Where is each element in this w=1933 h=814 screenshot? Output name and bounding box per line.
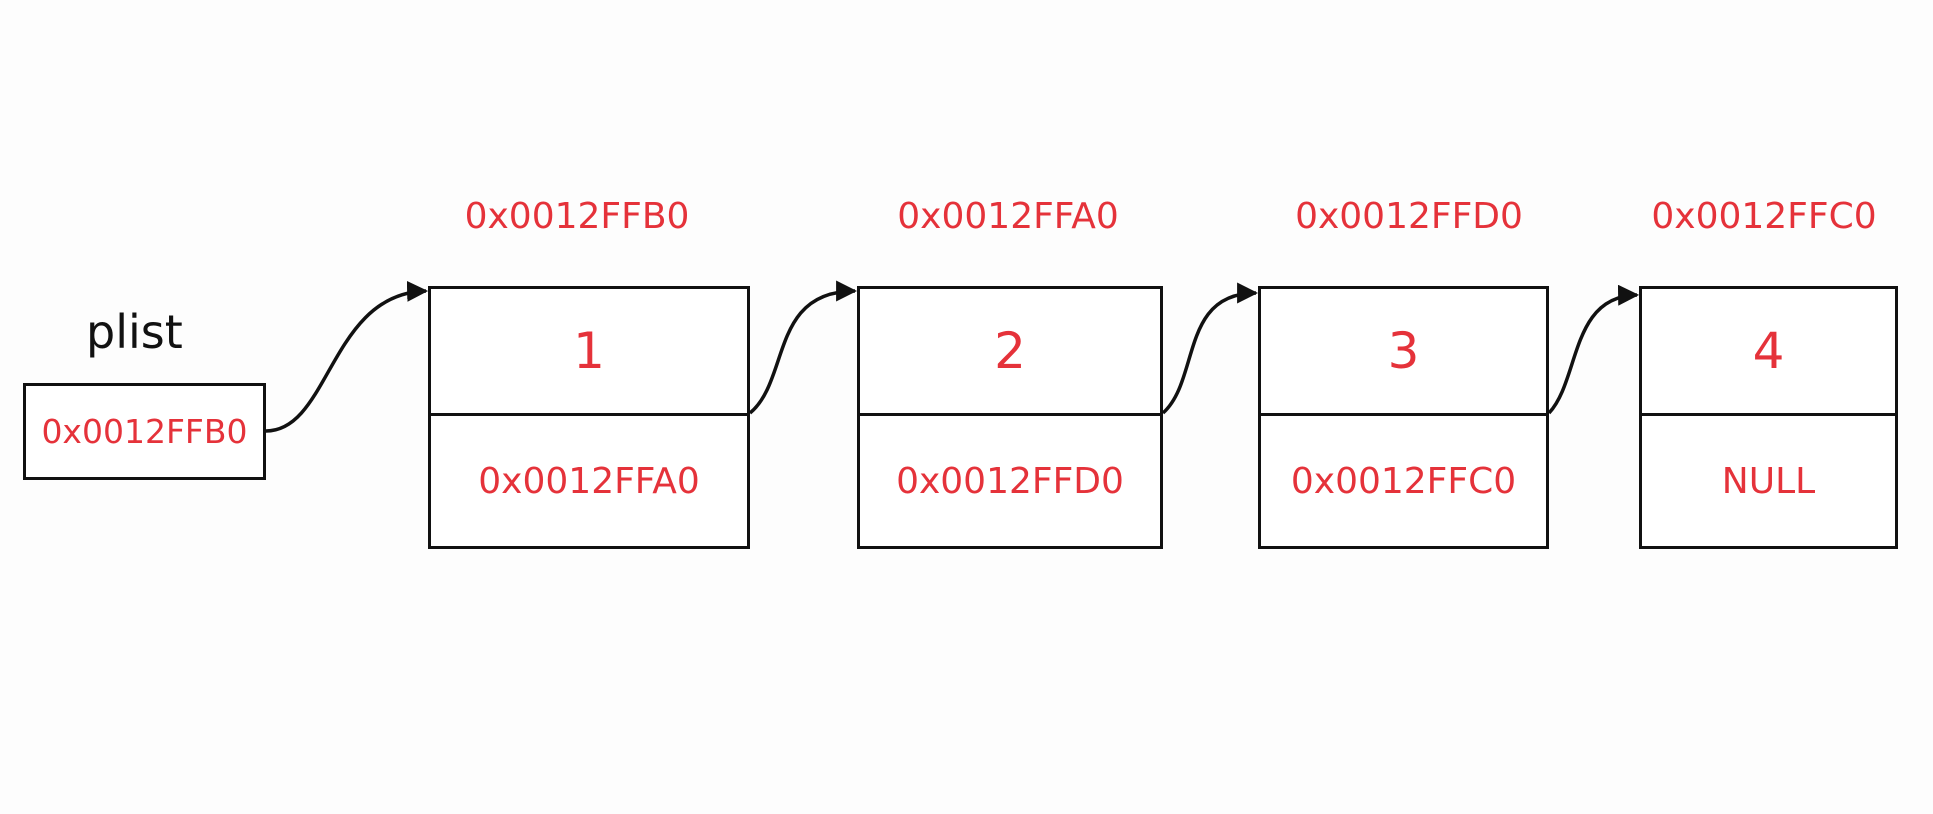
node-4-next: NULL [1721, 460, 1816, 502]
arrow-node-3-to-node-4 [1547, 284, 1640, 415]
node-4: 4 NULL [1639, 286, 1898, 549]
node-2-data: 2 [860, 289, 1160, 416]
arrow-plist-to-node-1 [265, 280, 429, 433]
node-4-data: 4 [1642, 289, 1895, 416]
pointer-label: plist [86, 305, 183, 359]
node-3-address: 0x0012FFD0 [1295, 196, 1523, 237]
pointer-box: 0x0012FFB0 [23, 383, 266, 480]
node-2-address: 0x0012FFA0 [897, 196, 1119, 237]
node-1: 1 0x0012FFA0 [428, 286, 750, 549]
arrow-node-1-to-node-2 [748, 280, 858, 415]
node-1-address: 0x0012FFB0 [464, 196, 690, 237]
node-4-address: 0x0012FFC0 [1651, 196, 1877, 237]
node-3-data: 3 [1261, 289, 1546, 416]
node-2-next: 0x0012FFD0 [896, 460, 1124, 502]
node-1-data: 1 [431, 289, 747, 416]
node-2: 2 0x0012FFD0 [857, 286, 1163, 549]
node-1-next: 0x0012FFA0 [478, 460, 700, 502]
node-3: 3 0x0012FFC0 [1258, 286, 1549, 549]
node-3-next: 0x0012FFC0 [1290, 460, 1517, 502]
arrow-node-2-to-node-3 [1161, 282, 1259, 415]
